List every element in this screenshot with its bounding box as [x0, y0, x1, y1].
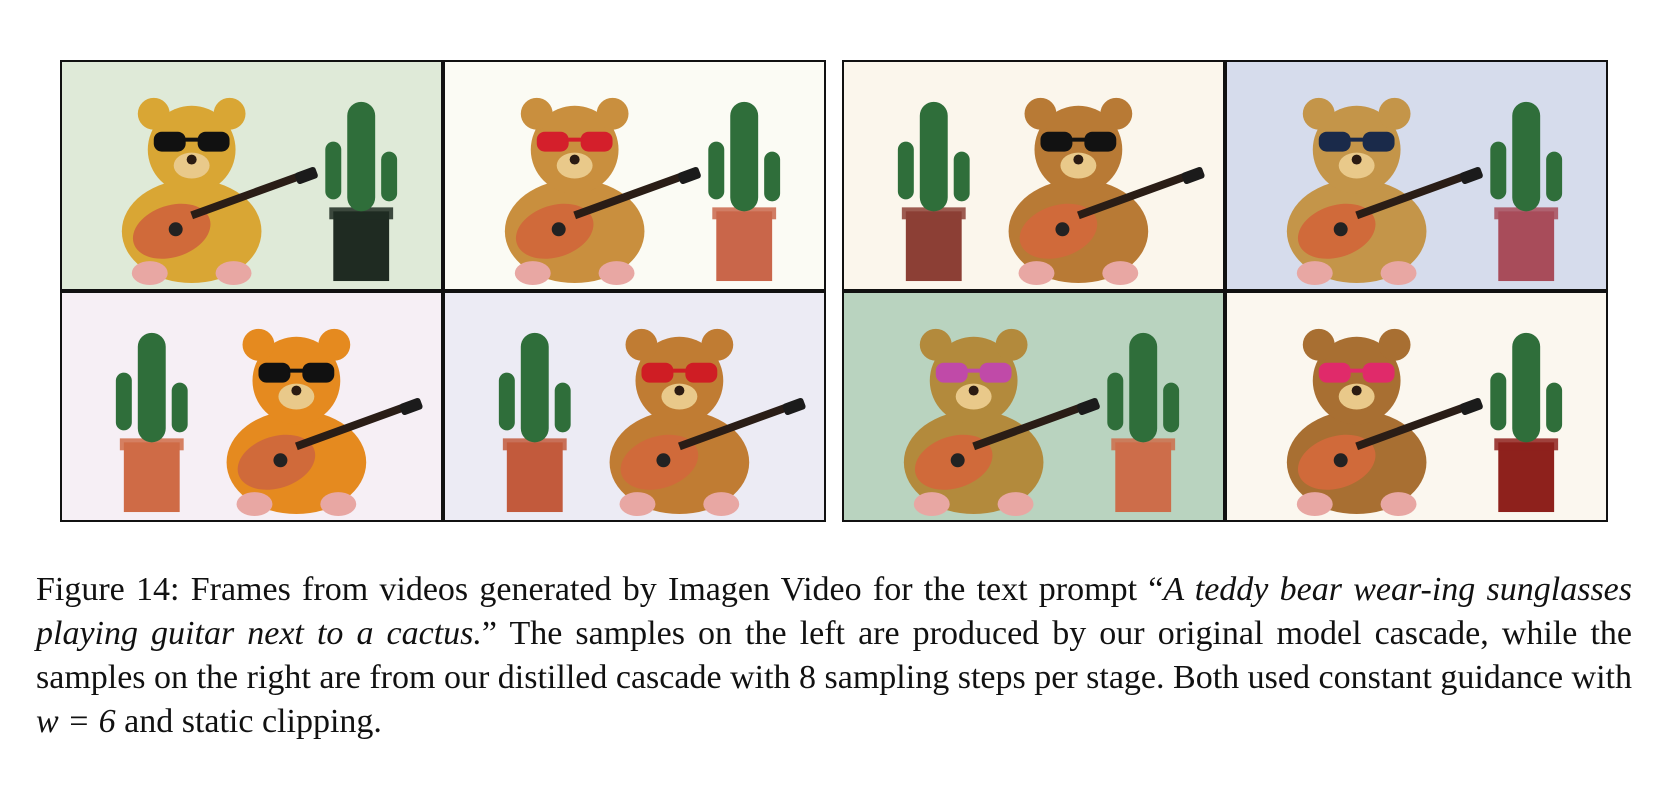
caption-prompt: A teddy bear wear-ing sunglasses playing… — [36, 571, 1632, 652]
caption-tail: and static clipping. — [115, 703, 382, 740]
video-frame — [62, 293, 441, 520]
video-frame — [844, 62, 1223, 289]
video-frame — [62, 62, 441, 289]
distilled-cascade-frames — [842, 60, 1608, 522]
video-frame — [445, 62, 824, 289]
caption-body: ” The samples on the left are produced b… — [36, 615, 1632, 696]
original-cascade-frames — [60, 60, 826, 522]
figure-caption: Figure 14: Frames from videos generated … — [36, 568, 1632, 744]
video-frame — [844, 293, 1223, 520]
video-frame — [445, 293, 824, 520]
video-frame — [1227, 62, 1606, 289]
video-frame — [1227, 293, 1606, 520]
caption-math: w = 6 — [36, 703, 116, 740]
caption-lead: Figure 14: Frames from videos generated … — [36, 571, 1164, 608]
